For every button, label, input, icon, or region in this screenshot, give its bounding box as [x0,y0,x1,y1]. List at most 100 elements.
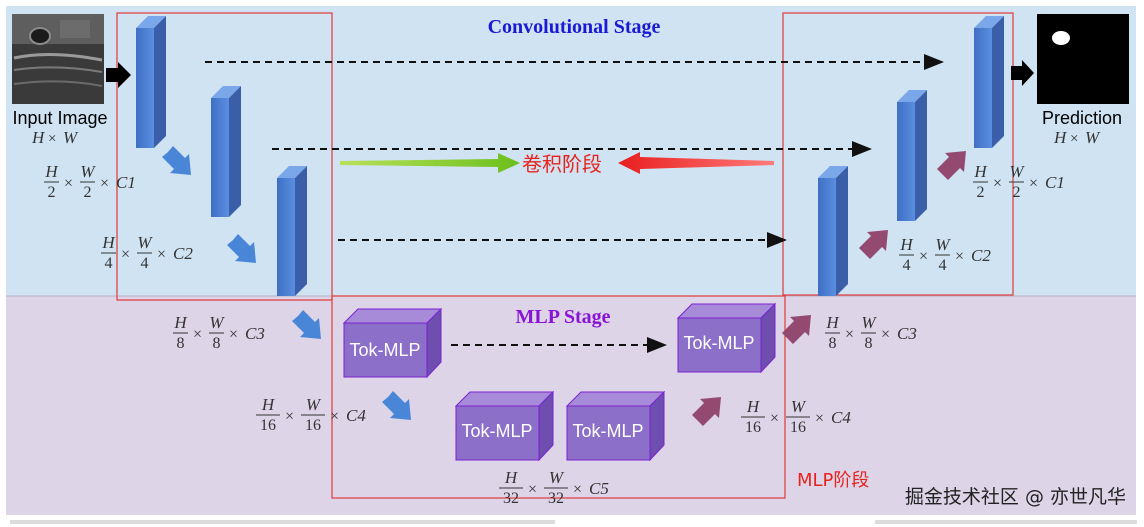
channel-label: C1 [1045,173,1065,192]
fraction-numerator: W [306,395,322,414]
times-sign: × [157,246,166,263]
input-dims: H × W [31,128,79,147]
input-arrow-icon [106,62,131,88]
svg-text:H: H [31,128,46,147]
svg-text:W: W [63,128,79,147]
fraction-denominator: 4 [105,255,113,272]
conv-stage-background [6,6,1136,296]
fraction-numerator: H [825,313,840,332]
dims-label-dec-1: H2×W2×C1 [973,162,1065,201]
times-sign: × [285,408,294,425]
fraction-numerator: H [261,395,276,414]
dims-label-enc-4: H 16 × W 16 × C4 [256,395,366,434]
decoder-conv-block-3 [974,16,1004,148]
svg-text:×: × [48,131,56,147]
times-sign: × [845,326,854,343]
times-sign: × [193,326,202,343]
svg-text:Tok-MLP: Tok-MLP [461,421,532,441]
times-sign: × [100,175,109,192]
times-sign: × [528,481,537,498]
encoder-conv-block-3 [277,166,307,296]
svg-text:Tok-MLP: Tok-MLP [572,421,643,441]
times-sign: × [121,246,130,263]
svg-text:×: × [1070,131,1078,147]
tok-mlp-block-2: Tok-MLP [454,390,555,462]
svg-text:Tok-MLP: Tok-MLP [349,340,420,360]
fraction-denominator: 16 [305,417,321,434]
fraction-numerator: H [899,235,914,254]
decoder-conv-block-1 [818,166,848,296]
conv-stage-chinese-label: 卷积阶段 [522,152,602,176]
fraction-numerator: W [1009,162,1025,181]
times-sign: × [64,175,73,192]
decoder-conv-box [782,12,1014,296]
fraction-denominator: 16 [790,419,806,436]
dims-label-enc-2: H4×W4×C2 [101,233,193,272]
encoder-conv-box [116,12,333,301]
dims-label-bottleneck: H32×W32×C5 [499,468,609,507]
fraction-denominator: 2 [48,184,56,201]
channel-label: C1 [116,173,136,192]
fraction-numerator: H [973,162,988,181]
fraction-numerator: W [935,235,951,254]
fraction-denominator: 16 [260,417,276,434]
channel-label: C2 [173,244,193,263]
dims-label-dec-3: H8×W8×C3 [825,313,917,352]
times-sign: × [229,326,238,343]
fraction-denominator: 8 [865,335,873,352]
svg-text:W: W [1085,128,1101,147]
svg-text:H: H [1053,128,1068,147]
fraction-numerator: W [549,468,565,487]
input-label: Input Image [12,108,107,128]
fraction-numerator: H [504,468,519,487]
fraction-denominator: 16 [745,419,761,436]
channel-label: C4 [346,406,366,425]
fraction-denominator: 8 [829,335,837,352]
channel-label: C2 [971,246,991,265]
fraction-denominator: 2 [84,184,92,201]
fraction-numerator: W [137,233,153,252]
encoder-conv-block-2 [211,86,241,217]
prediction-image [1037,14,1129,104]
conv-stage-title: Convolutional Stage [488,16,661,38]
dims-label-dec-2: H4×W4×C2 [899,235,991,274]
encoder-conv-block-1 [136,16,166,148]
fraction-denominator: 4 [141,255,149,272]
tok-mlp-block-4: Tok-MLP [676,302,777,374]
times-sign: × [330,408,339,425]
fraction-numerator: H [173,313,188,332]
fraction-denominator: 32 [548,490,564,507]
input-image [12,14,104,104]
channel-label: C5 [589,479,609,498]
times-sign: × [1029,175,1038,192]
fraction-denominator: 4 [939,257,947,274]
prediction-label: Prediction [1042,108,1122,128]
fraction-numerator: W [209,313,225,332]
dims-label-enc-1: H2×W2×C1 [44,162,136,201]
times-sign: × [955,248,964,265]
fraction-numerator: W [80,162,96,181]
downsample-arrow-icon [162,146,411,420]
upsample-arrow-icon [692,151,966,426]
decoder-conv-block-2 [897,90,927,221]
times-sign: × [881,326,890,343]
times-sign: × [815,410,824,427]
red-arrow-icon [618,152,774,174]
fraction-numerator: W [791,397,807,416]
times-sign: × [919,248,928,265]
channel-label: C3 [245,324,265,343]
fraction-denominator: 4 [903,257,911,274]
prediction-dims: H × W [1053,128,1101,147]
output-arrow-icon [1011,60,1034,86]
mlp-stage-chinese-label: MLP阶段 [797,470,869,491]
fraction-numerator: W [861,313,877,332]
channel-label: C4 [831,408,851,427]
fraction-denominator: 8 [177,335,185,352]
times-sign: × [573,481,582,498]
fraction-numerator: H [101,233,116,252]
svg-text:Tok-MLP: Tok-MLP [683,333,754,353]
dims-label-dec-4: H16×W16×C4 [741,397,851,436]
mlp-box [331,295,786,499]
fraction-denominator: 2 [1013,184,1021,201]
